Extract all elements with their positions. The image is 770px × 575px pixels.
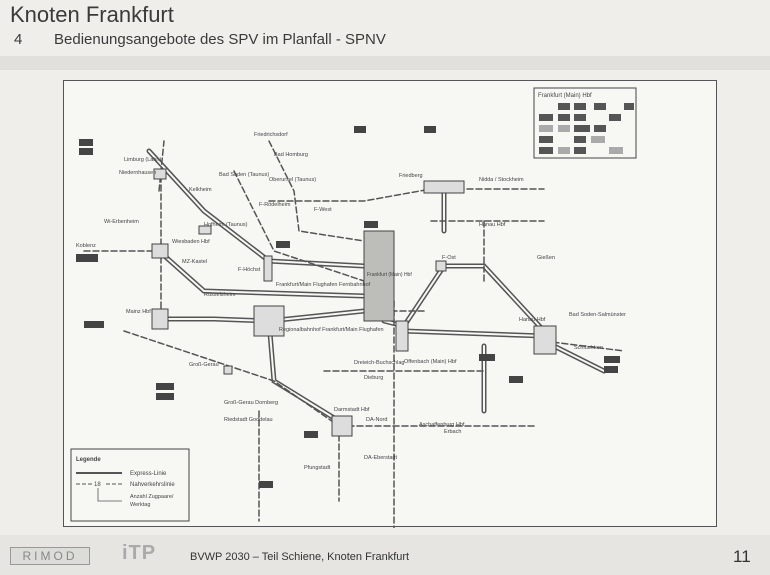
label-flughafen-fern: Frankfurt/Main Flughafen Fernbahnhof xyxy=(276,282,371,288)
legend-regional: Nahverkehrslinie xyxy=(130,482,175,488)
rimod-logo: RIMOD xyxy=(10,547,90,565)
label-f-roedelheim: F-Rödelheim xyxy=(259,202,291,208)
node-niedernhausen xyxy=(153,168,167,180)
label-mz-kastel: MZ-Kastel xyxy=(182,259,207,265)
header-divider xyxy=(0,56,770,70)
legend-count-label-1: Anzahl Zugpaare/ xyxy=(130,494,174,500)
label-hofheim: Hofheim (Taunus) xyxy=(204,222,248,228)
footer: RIMOD iTP BVWP 2030 – Teil Schiene, Knot… xyxy=(0,535,770,575)
node-friedberg xyxy=(423,180,465,194)
label-kelkheim: Kelkheim xyxy=(189,187,212,193)
label-dreieich: Dreieich-Buchschlag xyxy=(354,360,404,366)
subtitle-text: Bedienungsangebote des SPV im Planfall -… xyxy=(54,31,386,48)
node-mainz xyxy=(151,308,169,330)
label-dieburg: Dieburg xyxy=(364,375,383,381)
legend-count-label-2: Werktag xyxy=(130,502,150,508)
label-schluechtern: Schlüchtern xyxy=(574,345,603,351)
network-diagram-svg: Frankfurt (Main) Hbf Limburg (Lahn) Nied… xyxy=(70,87,637,528)
label-koblenz: Koblenz xyxy=(76,243,96,249)
node-offenbach-ost xyxy=(395,320,409,352)
label-f-hoechst: F-Höchst xyxy=(238,267,261,273)
network-diagram: Frankfurt (Main) Hbf Limburg (Lahn) Nied… xyxy=(63,80,717,528)
label-oberursel: Oberursel (Taunus) xyxy=(269,177,316,183)
node-flughafen xyxy=(253,305,285,337)
section-number: 4 xyxy=(14,31,23,48)
page-title: Knoten Frankfurt xyxy=(10,2,174,27)
label-f-ost: F-Ost xyxy=(442,255,456,261)
node-f-hoechst xyxy=(263,255,273,282)
label-limburg: Limburg (Lahn) xyxy=(124,157,161,163)
label-offenbach: Offenbach (Main) Hbf xyxy=(404,359,457,365)
node-f-ost xyxy=(435,260,447,272)
hbf-table-title: Frankfurt (Main) Hbf xyxy=(538,93,592,99)
frankfurt-hbf-label: Frankfurt (Main) Hbf xyxy=(367,272,412,278)
page-number: 11 xyxy=(733,547,751,566)
label-friedrichsdorf: Friedrichsdorf xyxy=(254,132,288,138)
label-bad-soden: Bad Soden (Taunus) xyxy=(219,172,269,178)
label-darmstadt: Darmstadt Hbf xyxy=(334,407,370,413)
node-hanau xyxy=(533,325,557,355)
label-riedstadt: Riedstadt Goddelau xyxy=(224,417,273,423)
label-bad-homburg: Bad Homburg xyxy=(274,152,308,158)
line-badges xyxy=(76,126,620,488)
label-niedernhausen: Niedernhausen xyxy=(119,170,156,176)
legend-express: Express-Linie xyxy=(130,471,167,477)
label-gross-gerau-dornberg: Groß-Gerau Dornberg xyxy=(224,400,278,406)
legend-title: Legende xyxy=(76,457,101,463)
label-wi-erbenheim: Wi-Erbenheim xyxy=(104,219,139,225)
node-darmstadt xyxy=(331,415,353,437)
node-gross-gerau xyxy=(223,365,233,375)
label-friedberg: Friedberg xyxy=(399,173,423,179)
label-ruesselsheim: Rüsselsheim xyxy=(204,292,236,298)
frankfurt-hbf-node xyxy=(363,230,395,322)
footer-text: BVWP 2030 – Teil Schiene, Knoten Frankfu… xyxy=(190,551,410,563)
label-giessen: Gießen xyxy=(537,255,555,261)
label-mainz: Mainz Hbf xyxy=(126,309,151,315)
page-subtitle: 4 Bedienungsangebote des SPV im Planfall … xyxy=(14,31,386,48)
label-hanau: Hanau Hbf xyxy=(519,317,546,323)
label-aschaffenburg: Aschaffenburg Hbf xyxy=(419,422,465,428)
node-wiesbaden xyxy=(151,243,169,259)
label-nidda: Nidda / Stockheim xyxy=(479,177,524,183)
label-da-eberstadt: DA-Eberstadt xyxy=(364,455,397,461)
label-wiesbaden: Wiesbaden Hbf xyxy=(172,239,210,245)
label-f-west: F-West xyxy=(314,207,332,213)
label-flughafen-regio: Regionalbahnhof Frankfurt/Main Flughafen xyxy=(279,327,384,333)
legend-count-example: 18 xyxy=(94,482,101,488)
label-gross-gerau: Groß-Gerau xyxy=(189,362,219,368)
hbf-line-table: Frankfurt (Main) Hbf xyxy=(533,87,637,159)
itp-logo: iTP xyxy=(122,542,157,564)
label-pfungstadt: Pfungstadt xyxy=(304,465,331,471)
regional-lines xyxy=(83,140,625,528)
node-hofheim xyxy=(198,225,212,235)
label-hanau-hbf-right: Hanau Hbf xyxy=(479,222,506,228)
legend: Legende Express-Linie 18 Nahverkehrslini… xyxy=(70,448,190,522)
label-erbach: Erbach xyxy=(444,429,461,435)
label-da-nord: DA-Nord xyxy=(366,417,387,423)
label-bad-soden-salm: Bad Soden-Salmünster xyxy=(569,312,626,318)
